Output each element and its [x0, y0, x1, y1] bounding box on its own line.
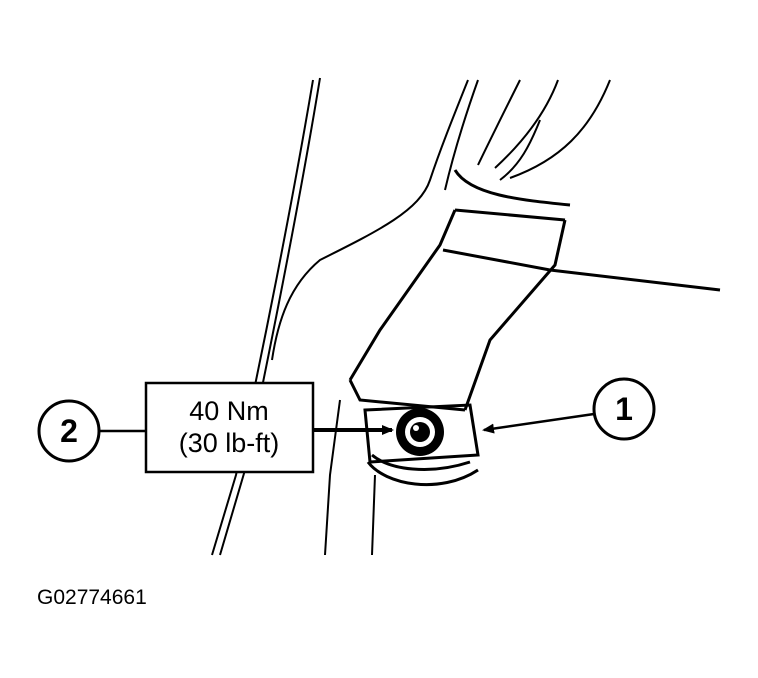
torque-spec-nm: 40 Nm: [189, 396, 269, 426]
callout-1-leader: [482, 412, 595, 434]
torque-spec-lbft: (30 lb-ft): [179, 428, 280, 458]
seat-belt-webbing: [348, 169, 721, 412]
anchor-plate: [363, 403, 480, 487]
callout-2: 2: [37, 399, 146, 463]
callout-1-circle: [592, 377, 656, 441]
callout-1-number: 1: [615, 391, 633, 427]
callout-2-number: 2: [60, 413, 78, 449]
figure-code: G02774661: [37, 586, 147, 609]
torque-spec-box: 40 Nm (30 lb-ft): [144, 381, 315, 474]
callout-1: 1: [482, 377, 656, 441]
anchor-bolt: [396, 408, 444, 456]
